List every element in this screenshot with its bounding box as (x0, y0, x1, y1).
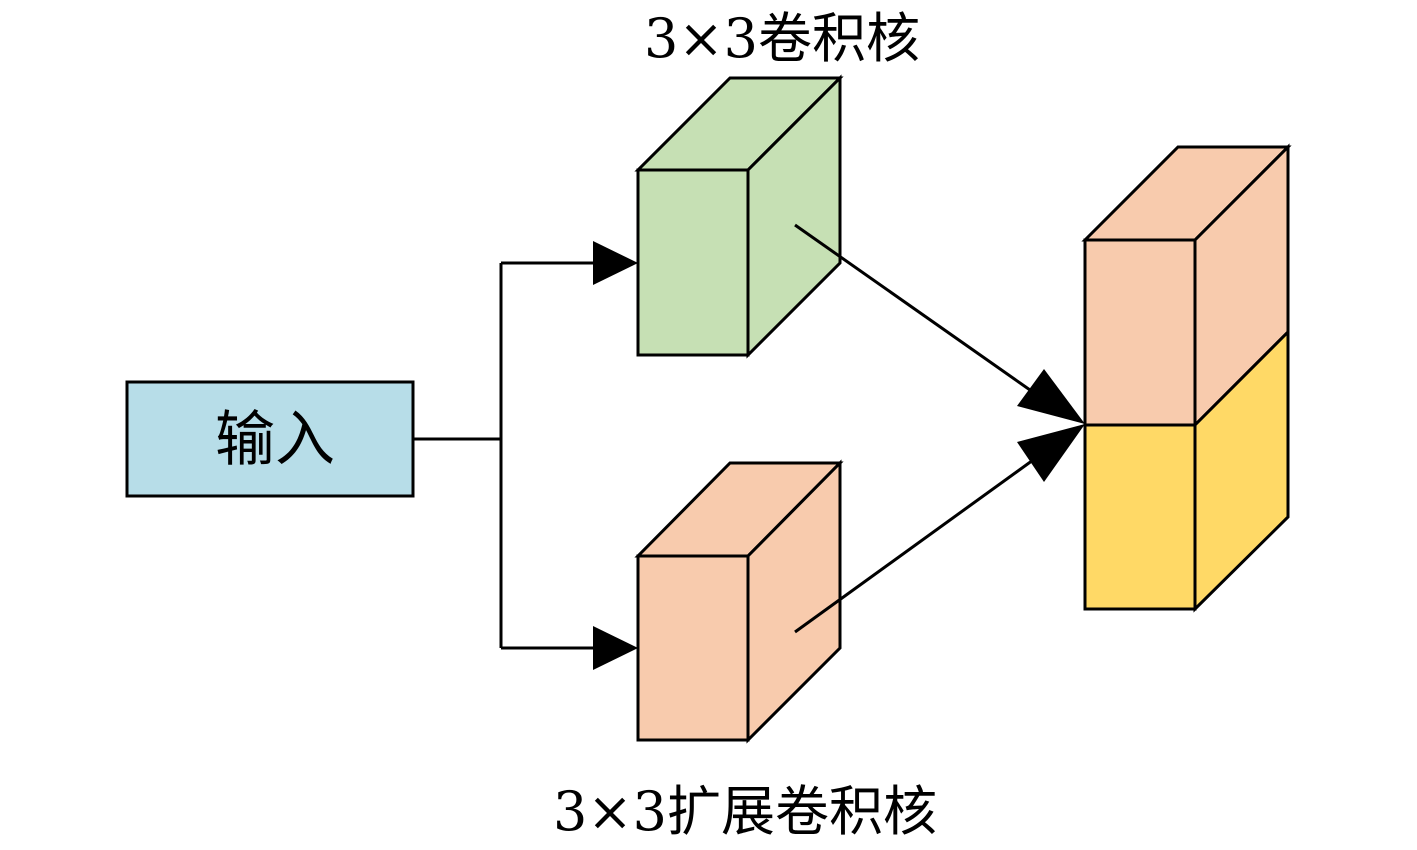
arrow-to-dilated-conv (593, 626, 638, 670)
merge-connectors (794, 223, 1085, 634)
dilated-to-output-line (794, 453, 1041, 634)
arrow-to-conv3x3 (593, 241, 638, 285)
output-stack-front-lower (1083, 423, 1197, 611)
conv3x3-to-output-line (794, 223, 1041, 399)
output-stack-front-upper (1083, 238, 1197, 427)
dilated-conv3x3-cube-front (636, 554, 750, 742)
conv3x3-label: 3×3卷积核 (644, 7, 920, 70)
conv3x3-cube-front (636, 168, 750, 357)
conv3x3-to-output-arrow (1017, 369, 1085, 424)
input-node: 输入 (125, 380, 415, 498)
concat-output-stack (1081, 143, 1292, 613)
dilated-conv3x3-label: 3×3扩展卷积核 (553, 780, 937, 843)
dilated-conv3x3-cube (634, 459, 844, 744)
input-box (125, 380, 415, 498)
conv3x3-cube (634, 74, 844, 359)
dilated-to-output-arrow (1017, 424, 1085, 482)
input-label: 输入 (215, 405, 335, 475)
input-branch-connectors (413, 241, 638, 670)
